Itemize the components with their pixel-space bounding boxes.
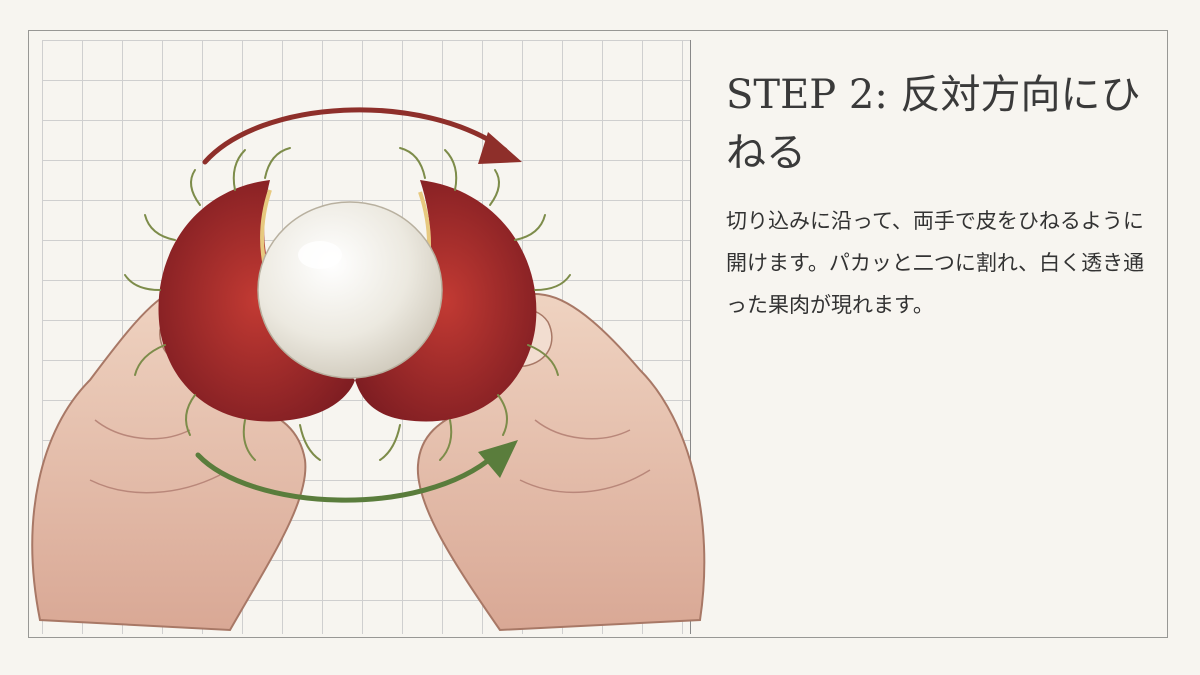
sketch-border — [28, 30, 1168, 638]
curved-arrow-right-icon — [195, 440, 518, 503]
step-title: STEP 2: 反対方向にひねる — [726, 72, 1141, 176]
rambutan-illustration — [31, 107, 706, 632]
curved-arrow-right-icon — [202, 107, 522, 165]
step-description: 切り込みに沿って、両手で皮をひねるように開けます。パカッと二つに割れ、白く透き通… — [726, 209, 1145, 317]
fruit-flesh — [257, 201, 443, 379]
